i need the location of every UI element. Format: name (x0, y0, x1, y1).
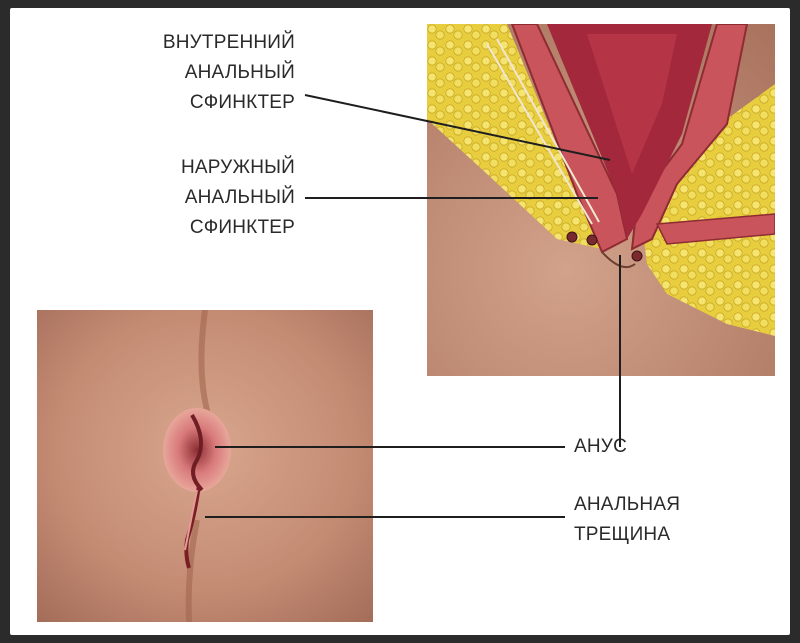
label-line: АНАЛЬНЫЙ (90, 58, 295, 88)
label-line: СФИНКТЕР (90, 213, 295, 243)
label-internal-anal-sphincter: ВНУТРЕННИЙ АНАЛЬНЫЙ СФИНКТЕР (90, 28, 295, 118)
label-line: ВНУТРЕННИЙ (90, 28, 295, 58)
label-line: АНАЛЬНЫЙ (90, 183, 295, 213)
label-line: АНАЛЬНАЯ (574, 490, 754, 520)
label-anus: АНУС (574, 432, 724, 462)
label-line: СФИНКТЕР (90, 88, 295, 118)
label-line: АНУС (574, 432, 724, 462)
label-anal-fissure: АНАЛЬНАЯ ТРЕЩИНА (574, 490, 754, 550)
external-view-illustration (37, 310, 373, 622)
label-line: ТРЕЩИНА (574, 520, 754, 550)
label-external-anal-sphincter: НАРУЖНЫЙ АНАЛЬНЫЙ СФИНКТЕР (90, 153, 295, 243)
cross-section-illustration (427, 24, 775, 376)
label-line: НАРУЖНЫЙ (90, 153, 295, 183)
